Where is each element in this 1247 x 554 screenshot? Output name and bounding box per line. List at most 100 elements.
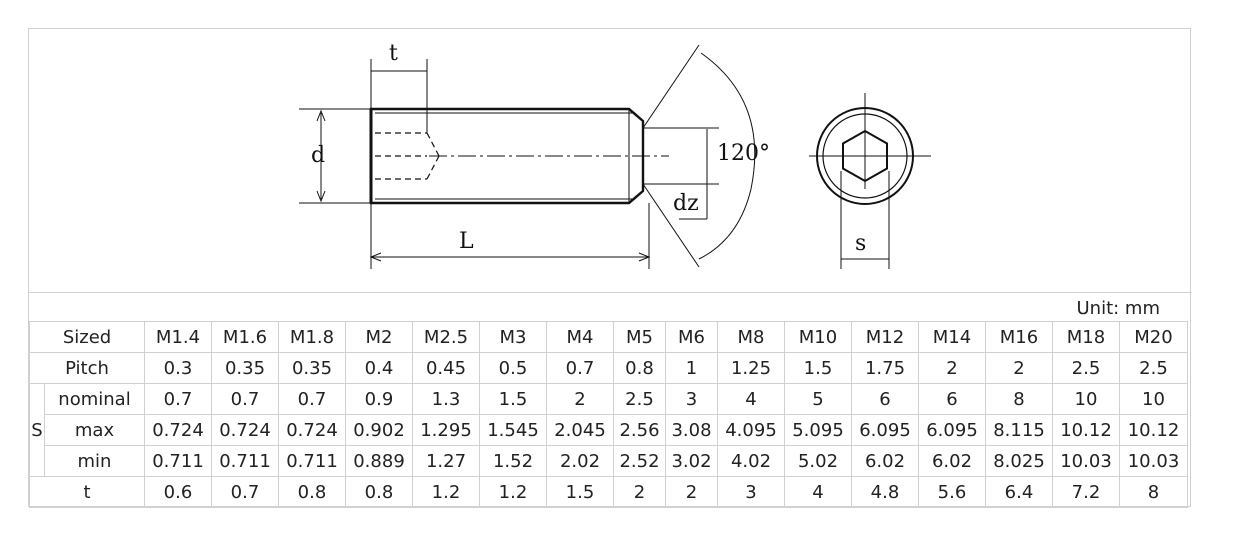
nominal-cell: 8 <box>985 383 1053 415</box>
min-cell: 0.711 <box>211 445 279 477</box>
max-cell: 0.724 <box>211 414 279 446</box>
min-cell: 10.03 <box>1052 445 1120 477</box>
size-cell: M1.4 <box>144 321 212 353</box>
dim-label-dz: dz <box>673 191 699 216</box>
t-cell: 0.6 <box>144 476 212 508</box>
t-cell: 8 <box>1119 476 1188 508</box>
nominal-cell: 4 <box>717 383 785 415</box>
min-cell: 6.02 <box>918 445 986 477</box>
t-cell: 7.2 <box>1052 476 1120 508</box>
t-cell: 5.6 <box>918 476 986 508</box>
t-cell: 0.8 <box>345 476 413 508</box>
size-cell: M1.6 <box>211 321 279 353</box>
min-cell: 3.02 <box>665 445 718 477</box>
min-cell: 10.03 <box>1119 445 1188 477</box>
set-screw-drawing <box>299 44 931 269</box>
dim-label-s: s <box>855 231 867 256</box>
size-cell: M6 <box>665 321 718 353</box>
t-cell: 2 <box>665 476 718 508</box>
min-cell: 1.27 <box>412 445 480 477</box>
size-cell: M1.8 <box>278 321 346 353</box>
pitch-cell: 1.75 <box>851 352 919 384</box>
max-cell: 10.12 <box>1052 414 1120 446</box>
size-cell: M2.5 <box>412 321 480 353</box>
pitch-cell: 2.5 <box>1119 352 1188 384</box>
size-cell: M4 <box>546 321 614 353</box>
min-cell: 0.711 <box>278 445 346 477</box>
min-cell: 0.889 <box>345 445 413 477</box>
max-cell: 1.545 <box>479 414 547 446</box>
end-view <box>809 93 931 269</box>
nominal-cell: 0.7 <box>211 383 279 415</box>
max-cell: 2.045 <box>546 414 614 446</box>
max-cell: 3.08 <box>665 414 718 446</box>
row-label-t: t <box>29 476 145 508</box>
nominal-cell: 0.7 <box>278 383 346 415</box>
pitch-cell: 0.4 <box>345 352 413 384</box>
min-cell: 2.02 <box>546 445 614 477</box>
nominal-cell: 1.3 <box>412 383 480 415</box>
pitch-cell: 1.25 <box>717 352 785 384</box>
min-cell: 1.52 <box>479 445 547 477</box>
t-cell: 4 <box>784 476 852 508</box>
nominal-cell: 10 <box>1052 383 1120 415</box>
t-cell: 0.8 <box>278 476 346 508</box>
pitch-cell: 0.35 <box>211 352 279 384</box>
size-cell: M18 <box>1052 321 1120 353</box>
t-cell: 2 <box>613 476 666 508</box>
socket-hidden-lines <box>375 132 440 180</box>
dim-label-t: t <box>389 41 398 66</box>
nominal-cell: 0.7 <box>144 383 212 415</box>
pitch-cell: 0.8 <box>613 352 666 384</box>
max-cell: 2.56 <box>613 414 666 446</box>
pitch-cell: 2 <box>985 352 1053 384</box>
max-cell: 0.724 <box>144 414 212 446</box>
unit-row: Unit: mm <box>29 292 1192 322</box>
size-cell: M8 <box>717 321 785 353</box>
nominal-cell: 3 <box>665 383 718 415</box>
max-cell: 0.724 <box>278 414 346 446</box>
t-cell: 1.5 <box>546 476 614 508</box>
row-label-sized: Sized <box>29 321 145 353</box>
min-cell: 2.52 <box>613 445 666 477</box>
size-cell: M14 <box>918 321 986 353</box>
size-cell: M5 <box>613 321 666 353</box>
size-cell: M12 <box>851 321 919 353</box>
t-cell: 6.4 <box>985 476 1053 508</box>
row-label-nominal: nominal <box>44 383 145 415</box>
unit-label: Unit: mm <box>1076 298 1161 319</box>
nominal-cell: 10 <box>1119 383 1188 415</box>
nominal-cell: 2.5 <box>613 383 666 415</box>
row-label-max: max <box>44 414 145 446</box>
row-label-min: min <box>44 445 145 477</box>
size-cell: M10 <box>784 321 852 353</box>
t-cell: 4.8 <box>851 476 919 508</box>
pitch-cell: 2.5 <box>1052 352 1120 384</box>
nominal-cell: 1.5 <box>479 383 547 415</box>
max-cell: 4.095 <box>717 414 785 446</box>
t-cell: 0.7 <box>211 476 279 508</box>
row-label-pitch: Pitch <box>29 352 145 384</box>
nominal-cell: 6 <box>918 383 986 415</box>
max-cell: 5.095 <box>784 414 852 446</box>
pitch-cell: 0.45 <box>412 352 480 384</box>
screw-body <box>369 107 645 205</box>
nominal-cell: 2 <box>546 383 614 415</box>
nominal-cell: 0.9 <box>345 383 413 415</box>
max-cell: 10.12 <box>1119 414 1188 446</box>
min-cell: 5.02 <box>784 445 852 477</box>
group-label-s: S <box>29 414 45 446</box>
min-cell: 0.711 <box>144 445 212 477</box>
technical-drawing: t d L 120° dz s <box>29 29 1192 291</box>
t-cell: 3 <box>717 476 785 508</box>
size-cell: M16 <box>985 321 1053 353</box>
pitch-cell: 2 <box>918 352 986 384</box>
max-cell: 6.095 <box>918 414 986 446</box>
min-cell: 8.025 <box>985 445 1053 477</box>
dim-label-L: L <box>459 229 474 254</box>
